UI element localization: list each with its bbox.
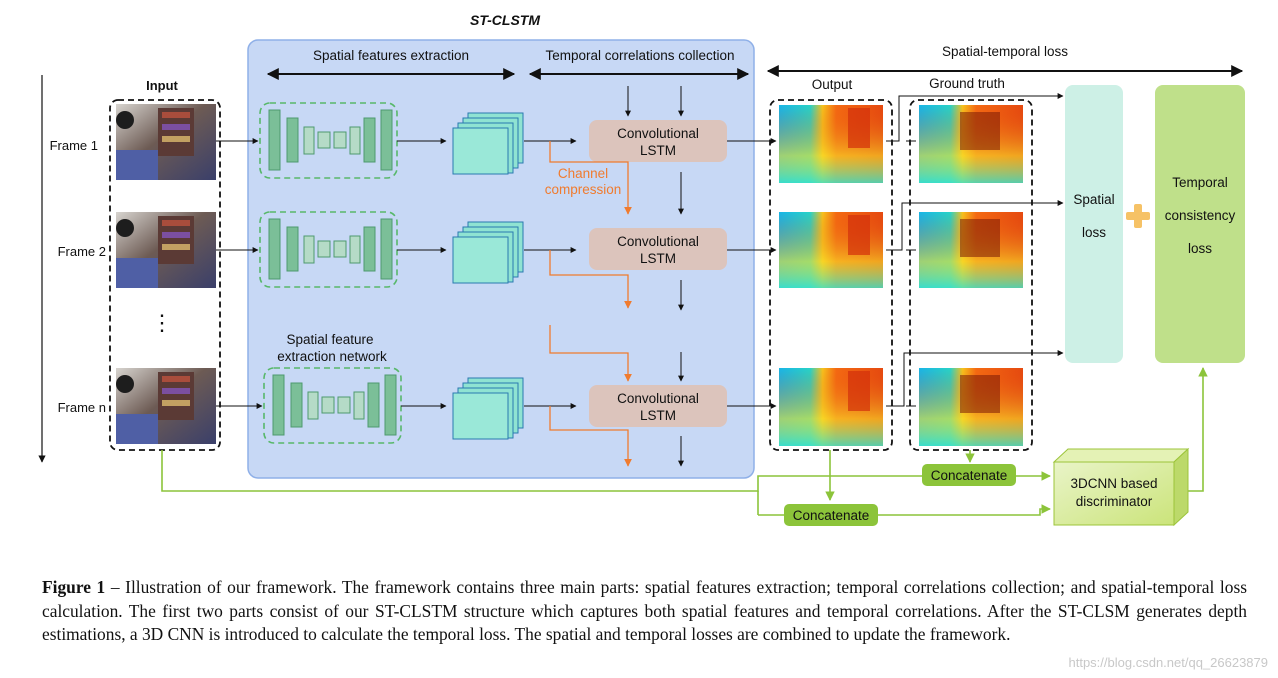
concatenate-box-bottom: Concatenate — [784, 504, 878, 526]
clstm-box-2: Convolutional LSTM — [589, 228, 727, 270]
discriminator-line2: discriminator — [1076, 494, 1153, 509]
discriminator-flow-lines — [161, 367, 1208, 516]
concatenate-bottom-label: Concatenate — [793, 508, 870, 523]
input-frame-2 — [116, 212, 216, 288]
ground-truth-depth-n — [919, 368, 1023, 446]
ground-truth-box — [909, 99, 1033, 451]
caption-label: Figure 1 — [42, 577, 106, 597]
concatenate-box-top: Concatenate — [922, 464, 1016, 486]
spatial-temporal-loss-label: Spatial-temporal loss — [942, 44, 1068, 59]
spatial-network-label-1: Spatial feature — [286, 332, 373, 347]
input-frames-box — [109, 99, 221, 451]
clstm-2-line1: Convolutional — [617, 234, 699, 249]
ground-truth-label: Ground truth — [929, 76, 1005, 91]
spatial-loss-line2: loss — [1082, 225, 1106, 240]
clstm-n-line2: LSTM — [640, 408, 676, 423]
figure-caption: Figure 1 – Illustration of our framework… — [42, 576, 1247, 647]
input-frame-n — [116, 368, 216, 444]
channel-compression-arrows — [549, 141, 632, 467]
clstm-state-arrows — [625, 86, 684, 467]
framework-diagram: ST-CLSTM Input ⋮ Frame 1 Frame 2 Frame n… — [38, 12, 1245, 527]
output-depth-1 — [779, 105, 883, 183]
clstm-2-line2: LSTM — [640, 251, 676, 266]
ground-truth-depth-2 — [919, 212, 1023, 288]
concatenate-top-label: Concatenate — [931, 468, 1008, 483]
temporal-loss-line1: Temporal — [1172, 175, 1228, 190]
output-box — [769, 99, 893, 451]
feature-stack-n — [452, 377, 524, 440]
clstm-box-1: Convolutional LSTM — [589, 120, 727, 162]
frames-ellipsis: ⋮ — [151, 310, 173, 335]
clstm-n-line1: Convolutional — [617, 391, 699, 406]
encoder-1 — [259, 102, 398, 179]
input-frame-1 — [116, 104, 216, 180]
spatial-loss-box: Spatial loss — [1065, 85, 1123, 363]
feature-stack-2 — [452, 221, 524, 284]
clstm-1-line2: LSTM — [640, 143, 676, 158]
output-label: Output — [812, 77, 853, 92]
discriminator-cube: 3DCNN based discriminator — [1052, 447, 1190, 527]
channel-compression-line1: Channel — [558, 166, 608, 181]
frame-2-label: Frame 2 — [58, 244, 106, 259]
temporal-collection-label: Temporal correlations collection — [545, 48, 734, 63]
output-depth-2 — [779, 212, 883, 288]
clstm-1-line1: Convolutional — [617, 126, 699, 141]
spatial-loss-line1: Spatial — [1073, 192, 1114, 207]
watermark: https://blog.csdn.net/qq_26623879 — [1068, 655, 1269, 670]
temporal-loss-line2: consistency — [1165, 208, 1236, 223]
frame-1-label: Frame 1 — [50, 138, 98, 153]
spatial-network-label-2: extraction network — [277, 349, 387, 364]
channel-compression-line2: compression — [545, 182, 622, 197]
feature-stack-1 — [452, 112, 524, 175]
clstm-box-n: Convolutional LSTM — [589, 385, 727, 427]
ground-truth-depth-1 — [919, 105, 1023, 183]
plus-icon — [1126, 204, 1150, 228]
spatial-extraction-label: Spatial features extraction — [313, 48, 469, 63]
st-clstm-title: ST-CLSTM — [470, 12, 540, 28]
temporal-loss-line3: loss — [1188, 241, 1212, 256]
caption-text: – Illustration of our framework. The fra… — [42, 577, 1247, 644]
spatial-loss-connectors — [886, 93, 1064, 407]
output-depth-n — [779, 368, 883, 446]
discriminator-line1: 3DCNN based — [1070, 476, 1157, 491]
temporal-loss-box: Temporal consistency loss — [1155, 85, 1245, 363]
input-label: Input — [146, 78, 178, 93]
frame-n-label: Frame n — [58, 400, 106, 415]
